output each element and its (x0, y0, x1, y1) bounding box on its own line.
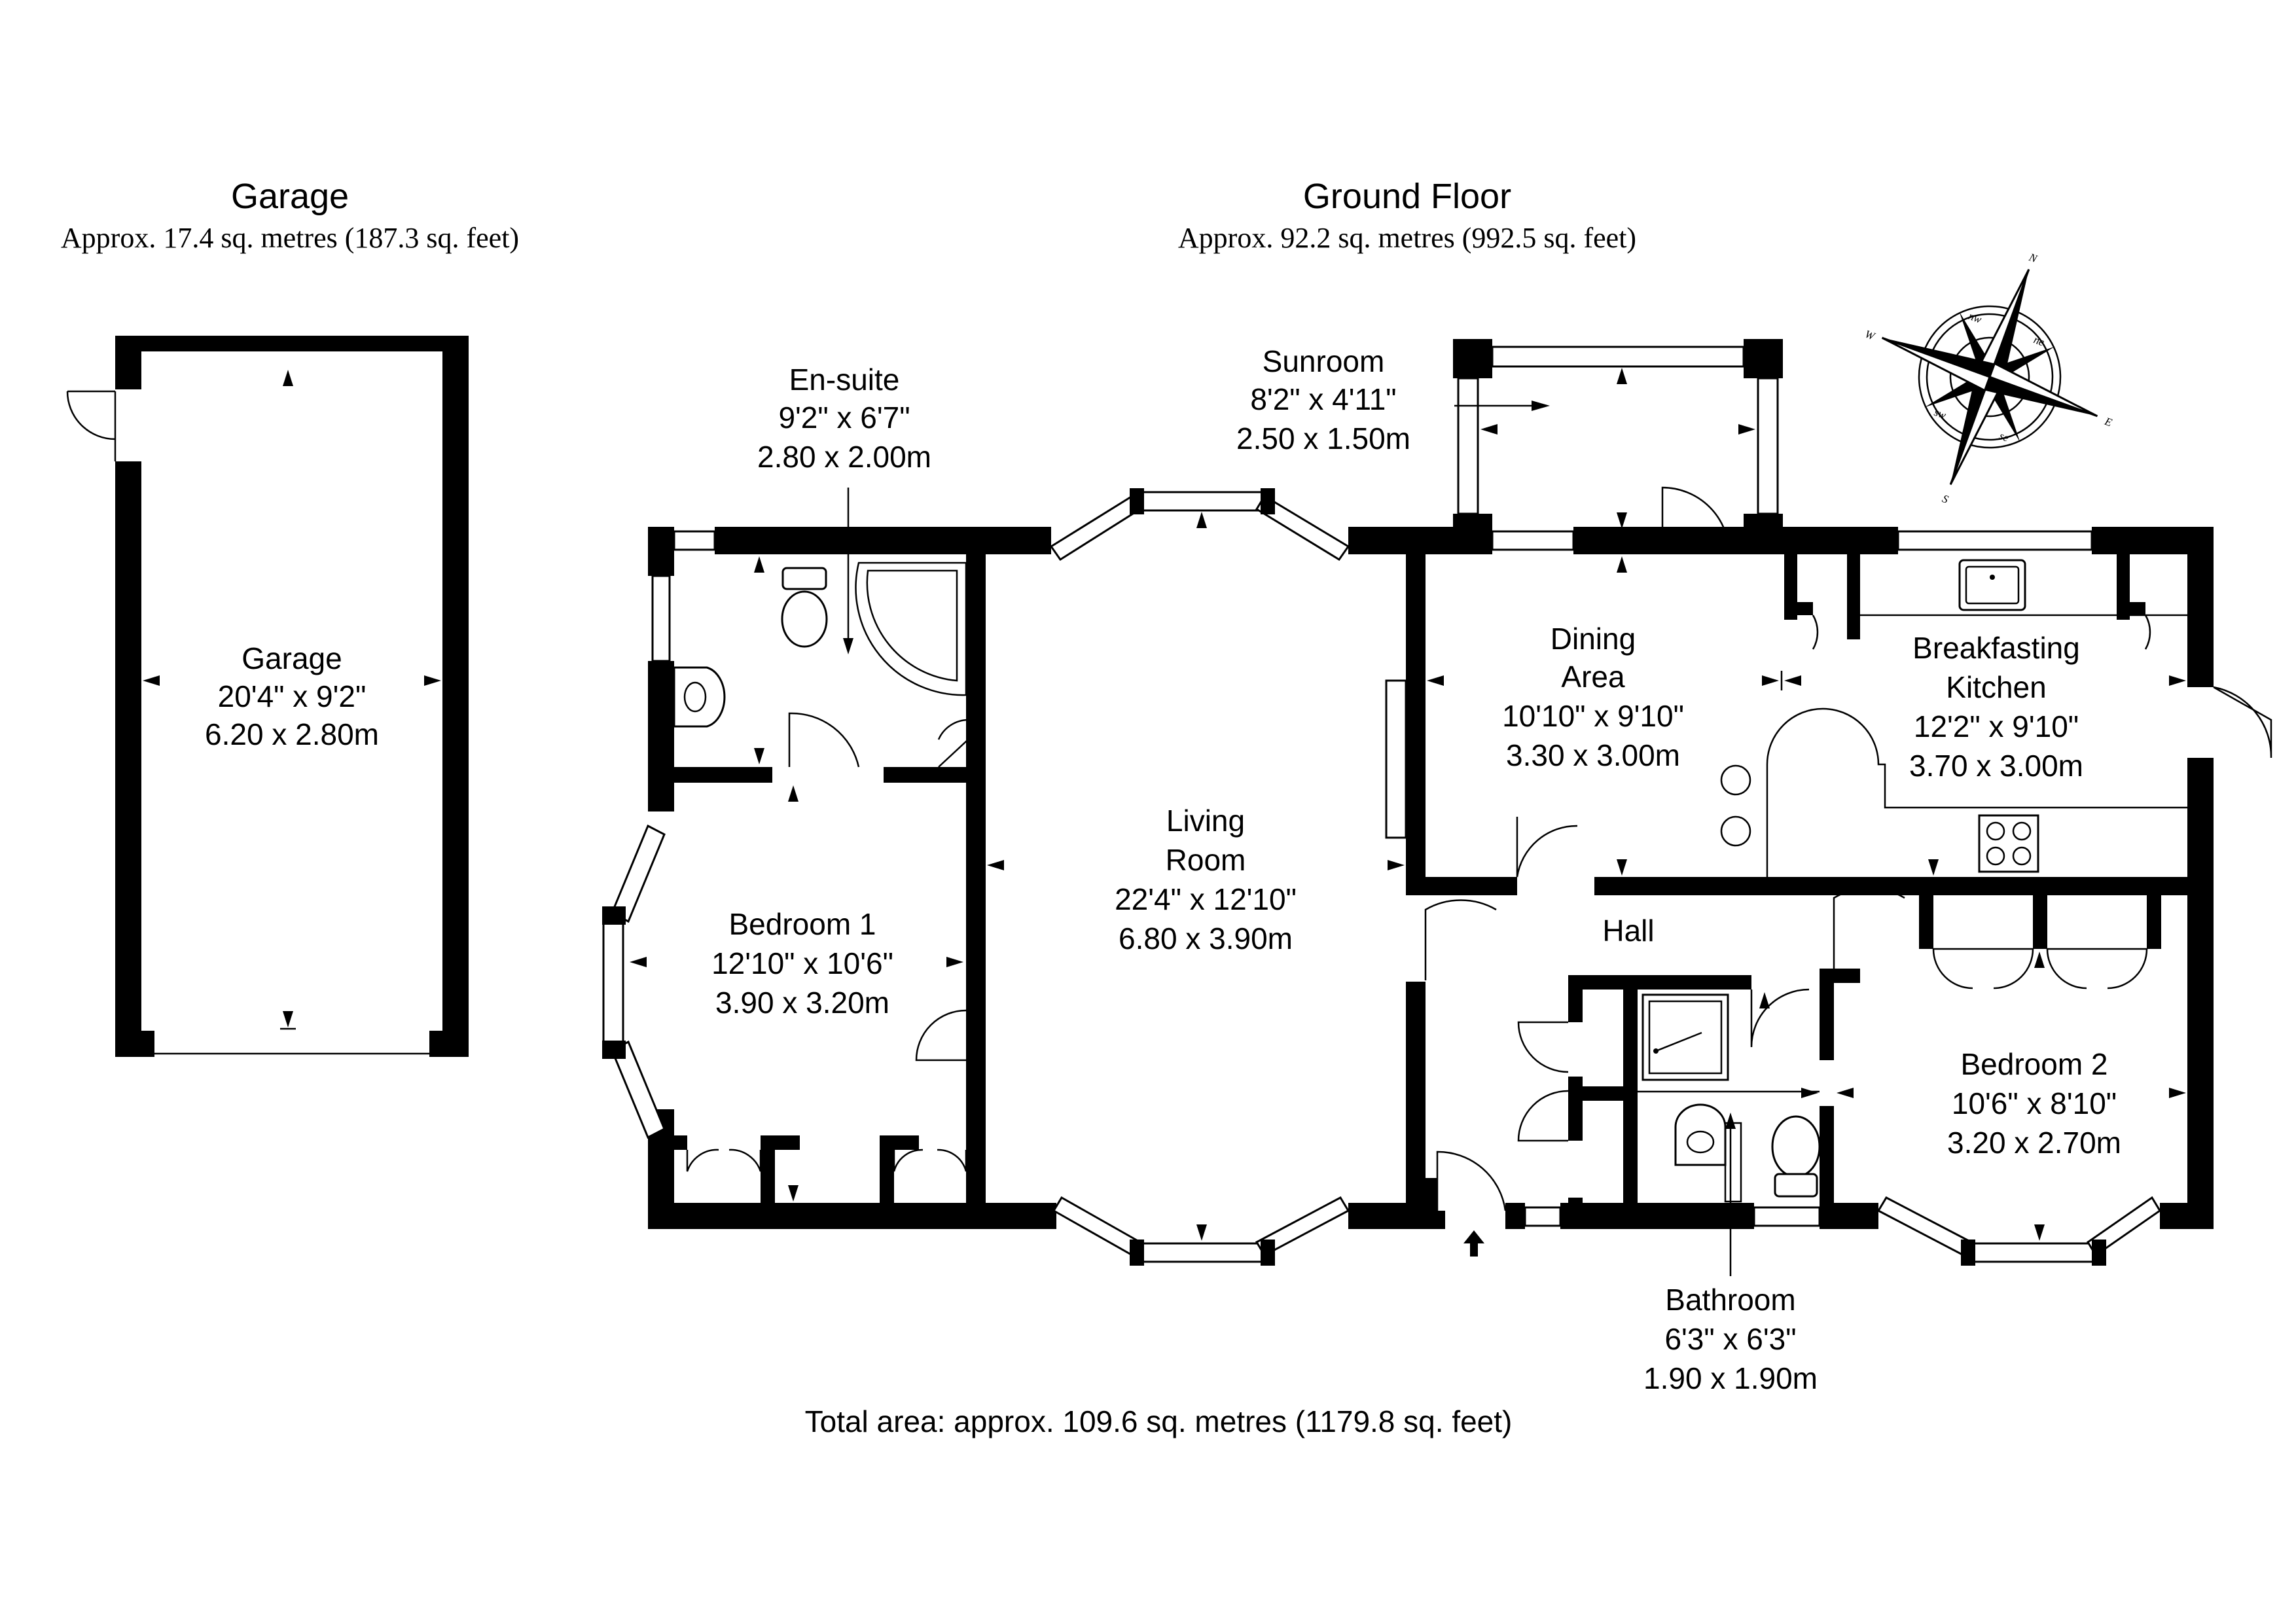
garage-plan (66, 336, 469, 1057)
svg-text:Bedroom 2: Bedroom 2 (1960, 1047, 2108, 1081)
ensuite-basin-icon (673, 666, 726, 728)
svg-text:Room: Room (1166, 843, 1246, 877)
ground-floor-header: Ground Floor Approx. 92.2 sq. metres (99… (1178, 177, 1636, 254)
svg-text:3.30 x 3.00m: 3.30 x 3.00m (1506, 738, 1680, 772)
dimension-arrows (143, 368, 2186, 1276)
room-label-breakfasting-kitchen: Breakfasting Kitchen 12'2" x 9'10" 3.70 … (1909, 631, 2083, 783)
ensuite-toilet-icon (781, 567, 828, 648)
stool-icon (1720, 815, 1751, 847)
svg-text:12'2" x 9'10": 12'2" x 9'10" (1914, 709, 2079, 743)
compass-north: N (2027, 251, 2040, 266)
compass-ring-se: se (1998, 429, 2011, 444)
room-label-garage: Garage 20'4" x 9'2" 6.20 x 2.80m (205, 641, 379, 751)
garage-header-area: Approx. 17.4 sq. metres (187.3 sq. feet) (61, 222, 519, 254)
room-label-sunroom: Sunroom 8'2" x 4'11" 2.50 x 1.50m (1236, 344, 1410, 455)
svg-text:9'2" x 6'7": 9'2" x 6'7" (778, 401, 910, 435)
svg-text:22'4" x 12'10": 22'4" x 12'10" (1115, 882, 1297, 916)
compass-west: W (1863, 328, 1878, 343)
compass-ring-nw: nw (1967, 310, 1984, 326)
ensuite-shower-icon (855, 562, 967, 696)
room-label-dining-area: Dining Area 10'10" x 9'10" 3.30 x 3.00m (1502, 622, 1684, 772)
svg-text:Garage: Garage (242, 641, 342, 675)
compass-south: S (1941, 492, 1950, 506)
svg-text:3.20 x 2.70m: 3.20 x 2.70m (1947, 1126, 2121, 1160)
room-label-hall: Hall (1602, 914, 1654, 948)
garage-side-door (66, 390, 117, 461)
room-label-en-suite: En-suite 9'2" x 6'7" 2.80 x 2.00m (757, 363, 931, 474)
svg-text:8'2" x 4'11": 8'2" x 4'11" (1250, 382, 1396, 416)
garage-header-title: Garage (231, 177, 349, 216)
room-label-bedroom-1: Bedroom 1 12'10" x 10'6" 3.90 x 3.20m (711, 907, 893, 1020)
svg-text:12'10" x 10'6": 12'10" x 10'6" (711, 946, 893, 980)
ground-floor-header-area: Approx. 92.2 sq. metres (992.5 sq. feet) (1178, 222, 1636, 254)
svg-text:Dining: Dining (1551, 622, 1636, 656)
svg-text:6.20 x 2.80m: 6.20 x 2.80m (205, 717, 379, 751)
compass-east: E (2102, 415, 2114, 429)
room-label-bedroom-2: Bedroom 2 10'6" x 8'10" 3.20 x 2.70m (1947, 1047, 2121, 1160)
stool-icon (1720, 764, 1751, 796)
svg-text:2.80 x 2.00m: 2.80 x 2.00m (757, 440, 931, 474)
svg-text:En-suite: En-suite (789, 363, 900, 397)
svg-text:Bedroom 1: Bedroom 1 (728, 907, 876, 941)
svg-text:Hall: Hall (1602, 914, 1654, 948)
compass-rose-icon: N S E W nw ne se sw (1863, 251, 2114, 506)
svg-text:1.90 x 1.90m: 1.90 x 1.90m (1643, 1361, 1818, 1395)
svg-text:3.90 x 3.20m: 3.90 x 3.20m (715, 986, 889, 1020)
svg-text:Kitchen: Kitchen (1946, 670, 2046, 704)
ground-floor-walls (648, 339, 2214, 1229)
compass-ring-sw: sw (1933, 406, 1948, 421)
room-label-bathroom: Bathroom 6'3" x 6'3" 1.90 x 1.90m (1643, 1283, 1818, 1395)
fixtures (673, 559, 2187, 1203)
garage-header: Garage Approx. 17.4 sq. metres (187.3 sq… (61, 177, 519, 254)
compass-ring-ne: ne (2032, 333, 2047, 348)
svg-text:6'3" x 6'3": 6'3" x 6'3" (1664, 1322, 1796, 1356)
svg-text:Living: Living (1166, 804, 1245, 838)
ground-floor-header-title: Ground Floor (1303, 177, 1511, 216)
svg-text:6.80 x 3.90m: 6.80 x 3.90m (1119, 921, 1293, 955)
bathroom-shower-icon (1641, 993, 1729, 1081)
svg-text:Bathroom: Bathroom (1665, 1283, 1795, 1317)
svg-text:2.50 x 1.50m: 2.50 x 1.50m (1236, 421, 1410, 455)
doors (686, 486, 2272, 1211)
svg-text:Area: Area (1561, 660, 1625, 694)
kitchen-sink-icon (1958, 559, 2026, 611)
svg-text:10'6" x 8'10": 10'6" x 8'10" (1952, 1086, 2117, 1120)
kitchen-hob-icon (1978, 814, 2039, 873)
total-area: Total area: approx. 109.6 sq. metres (11… (805, 1404, 1513, 1438)
svg-text:10'10" x 9'10": 10'10" x 9'10" (1502, 699, 1684, 733)
svg-text:Breakfasting: Breakfasting (1912, 631, 2080, 665)
svg-text:20'4" x 9'2": 20'4" x 9'2" (218, 679, 367, 713)
windows (602, 346, 2162, 1266)
svg-text:Sunroom: Sunroom (1263, 344, 1385, 378)
svg-text:3.70 x 3.00m: 3.70 x 3.00m (1909, 749, 2083, 783)
bathroom-toilet-icon (1771, 1115, 1821, 1198)
room-label-living-room: Living Room 22'4" x 12'10" 6.80 x 3.90m (1115, 804, 1297, 955)
